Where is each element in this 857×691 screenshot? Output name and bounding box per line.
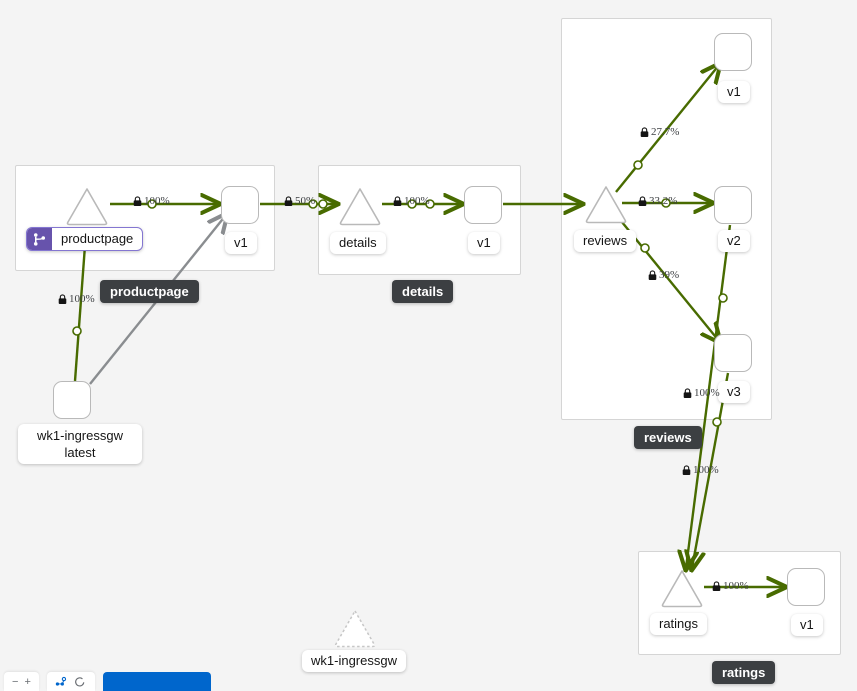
node-workload-reviews-v3[interactable] — [714, 334, 752, 372]
node-chip-reviews-v1[interactable]: v1 — [718, 81, 750, 103]
mtls-lock-icon — [393, 195, 402, 207]
zoom-out-icon[interactable]: − — [12, 675, 19, 688]
node-chip-reviews-v3[interactable]: v3 — [718, 381, 750, 403]
edge-label-reviews-svc-to-v2[interactable]: 33.2% — [638, 195, 677, 207]
node-chip-label-line2: latest — [64, 445, 96, 460]
node-chip-label-line1: wk1-ingressgw — [37, 428, 123, 443]
mtls-lock-icon — [638, 195, 647, 207]
virtual-service-icon — [27, 228, 52, 250]
edge-reviews-v2-to-ratings[interactable] — [686, 224, 732, 568]
node-chip-details[interactable]: details — [330, 232, 386, 254]
group-label-reviews[interactable]: reviews — [634, 426, 702, 449]
edge-label-text: 100% — [404, 195, 430, 207]
primary-action-button[interactable] — [102, 672, 211, 691]
mtls-lock-icon — [640, 126, 649, 138]
edge-label-productpage-svc-to-v1[interactable]: 100% — [133, 195, 170, 207]
node-chip-wk1-ingressgw-idle[interactable]: wk1-ingressgw — [302, 650, 406, 672]
mtls-lock-icon — [58, 293, 67, 305]
edge-label-ingressgw-to-productpage[interactable]: 100% — [58, 293, 95, 305]
edge-label-ratings-svc-to-v1[interactable]: 100% — [712, 580, 749, 592]
group-label-productpage[interactable]: productpage — [100, 280, 199, 303]
edge-label-reviews-v3-to-ratings[interactable]: 100% — [682, 464, 719, 476]
node-service-productpage[interactable] — [65, 186, 109, 226]
node-service-reviews[interactable] — [584, 184, 628, 224]
node-chip-wk1-ingressgw-latest[interactable]: wk1-ingressgw latest — [18, 424, 142, 464]
node-workload-ratings-v1[interactable] — [787, 568, 825, 606]
edge-label-reviews-svc-to-v1[interactable]: 27.7% — [640, 126, 679, 138]
edge-label-reviews-v2-to-ratings[interactable]: 100% — [683, 387, 720, 399]
edge-label-text: 100% — [694, 387, 720, 399]
node-workload-wk1-ingressgw-latest[interactable] — [53, 381, 91, 419]
node-workload-details-v1[interactable] — [464, 186, 502, 224]
edge-label-reviews-svc-to-v3[interactable]: 39% — [648, 269, 679, 281]
mtls-lock-icon — [133, 195, 142, 207]
zoom-controls[interactable]: − + — [4, 672, 39, 691]
graph-toolbar[interactable]: − + — [0, 672, 211, 691]
node-service-ratings[interactable] — [660, 568, 704, 608]
layout-controls[interactable] — [46, 672, 95, 691]
mtls-lock-icon — [682, 464, 691, 476]
group-label-details[interactable]: details — [392, 280, 454, 303]
edge-label-text: 33.2% — [649, 195, 678, 207]
node-chip-reviews-v2[interactable]: v2 — [718, 230, 750, 252]
node-workload-reviews-v2[interactable] — [714, 186, 752, 224]
edge-label-text: 100% — [144, 195, 170, 207]
reset-view-icon[interactable] — [74, 675, 87, 688]
mtls-lock-icon — [683, 387, 692, 399]
node-chip-productpage-v1[interactable]: v1 — [225, 232, 257, 254]
edge-label-text: 39% — [659, 269, 680, 281]
edge-reviews-v3-to-ratings[interactable] — [692, 372, 730, 568]
edge-ingressgw-to-productpage[interactable] — [72, 232, 86, 382]
graph-layout-icon[interactable] — [55, 675, 68, 688]
mtls-lock-icon — [648, 269, 657, 281]
edge-label-text: 27.7% — [651, 126, 680, 138]
edge-label-productpage-v1-to-details[interactable]: 50% — [284, 195, 315, 207]
node-service-wk1-ingressgw-idle[interactable] — [333, 608, 377, 648]
node-chip-label: productpage — [61, 231, 134, 246]
node-chip-reviews[interactable]: reviews — [574, 230, 637, 252]
edge-reviews-svc-to-v2[interactable] — [622, 199, 711, 207]
edge-productpage-svc-to-v1[interactable] — [110, 200, 218, 208]
edge-reviews-svc-to-v1[interactable] — [615, 65, 719, 193]
mtls-lock-icon — [284, 195, 293, 207]
edge-productpage-v1-to-details[interactable] — [260, 200, 336, 208]
node-chip-productpage[interactable]: productpage — [26, 227, 144, 251]
node-workload-productpage-v1[interactable] — [221, 186, 259, 224]
node-workload-reviews-v1[interactable] — [714, 33, 752, 71]
group-label-ratings[interactable]: ratings — [712, 661, 776, 684]
edge-label-text: 100% — [723, 580, 749, 592]
node-service-details[interactable] — [338, 186, 382, 226]
zoom-in-icon[interactable]: + — [24, 675, 31, 688]
node-chip-ratings[interactable]: ratings — [650, 613, 708, 635]
edge-label-text: 50% — [295, 195, 316, 207]
node-chip-details-v1[interactable]: v1 — [468, 232, 500, 254]
edge-label-text: 100% — [69, 293, 95, 305]
edge-label-text: 100% — [693, 464, 719, 476]
edge-label-details-svc-to-v1[interactable]: 100% — [393, 195, 430, 207]
mtls-lock-icon — [712, 580, 721, 592]
node-chip-ratings-v1[interactable]: v1 — [791, 614, 823, 636]
